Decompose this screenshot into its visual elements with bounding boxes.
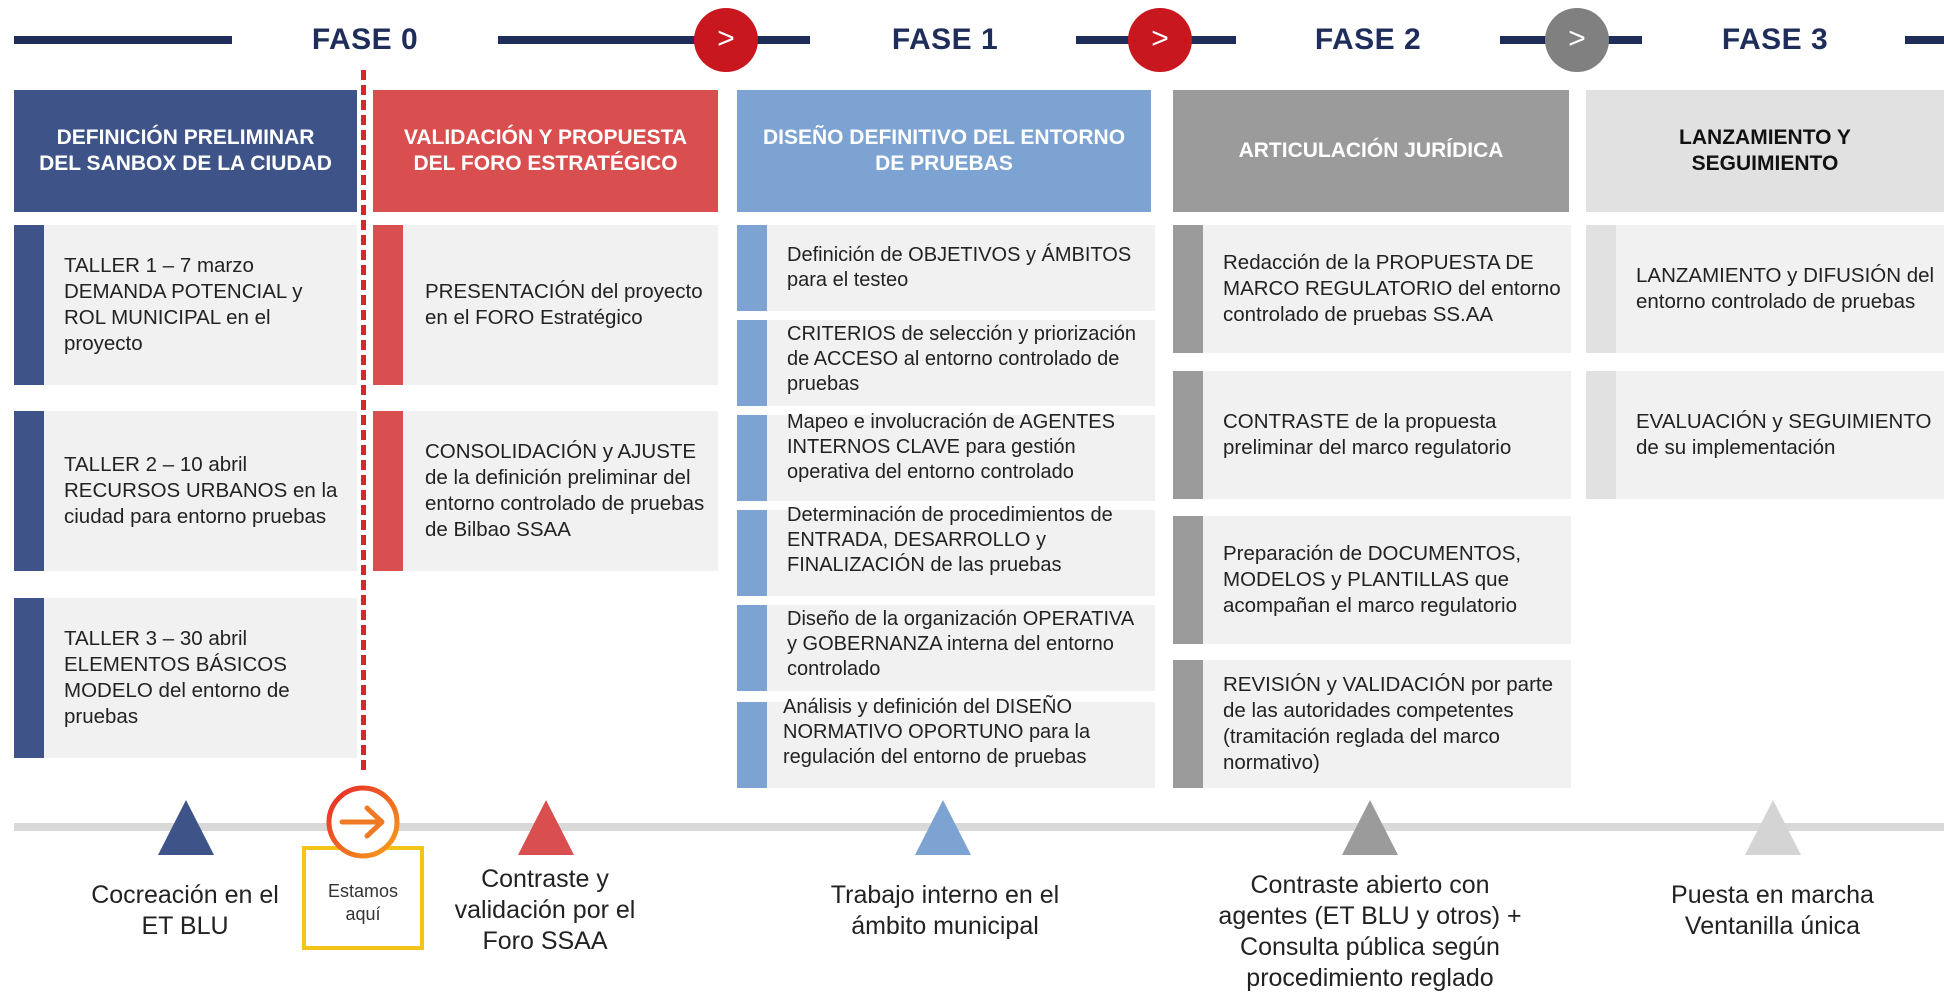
task-card: CRITERIOS de selección y priorización de… xyxy=(737,320,1155,406)
triangle-marker-icon xyxy=(1342,800,1398,855)
phase-line-1 xyxy=(498,36,810,44)
task-card: TALLER 3 – 30 abril ELEMENTOS BÁSICOS MO… xyxy=(14,598,357,758)
card-accent-bar xyxy=(14,225,44,385)
triangle-marker-icon xyxy=(1745,800,1801,855)
card-text: Diseño de la organización OPERATIVA y GO… xyxy=(787,608,1134,680)
card-accent-bar xyxy=(737,415,767,501)
column-header-lanzamiento: LANZAMIENTO Y SEGUIMIENTO xyxy=(1586,90,1944,212)
phase-line-0 xyxy=(14,36,232,44)
card-accent-bar xyxy=(373,411,403,571)
task-card: CONTRASTE de la propuesta preliminar del… xyxy=(1173,371,1571,499)
task-card: CONSOLIDACIÓN y AJUSTE de la definición … xyxy=(373,411,718,571)
card-accent-bar xyxy=(1173,371,1203,499)
card-text: LANZAMIENTO y DIFUSIÓN del entorno contr… xyxy=(1636,264,1935,313)
task-card: TALLER 2 – 10 abril RECURSOS URBANOS en … xyxy=(14,411,357,571)
column-caption: Puesta en marcha Ventanilla única xyxy=(1671,881,1874,940)
triangle-marker-icon xyxy=(518,800,574,855)
card-text: CONSOLIDACIÓN y AJUSTE de la definición … xyxy=(425,440,705,541)
task-card: LANZAMIENTO y DIFUSIÓN del entorno contr… xyxy=(1586,225,1944,353)
phase-title-3: FASE 3 xyxy=(1721,23,1829,56)
task-card: Diseño de la organización OPERATIVA y GO… xyxy=(737,605,1155,691)
card-accent-bar xyxy=(737,702,767,788)
column-header-validacion: VALIDACIÓN Y PROPUESTA DEL FORO ESTRATÉG… xyxy=(373,90,718,212)
column-header-articulacion: ARTICULACIÓN JURÍDICA xyxy=(1173,90,1569,212)
card-accent-bar xyxy=(737,510,767,596)
column-caption: Cocreación en el ET BLU xyxy=(91,881,279,940)
card-accent-bar xyxy=(1586,225,1616,353)
card-text: Preparación de DOCUMENTOS, MODELOS y PLA… xyxy=(1223,542,1522,617)
card-accent-bar xyxy=(14,598,44,758)
card-text: EVALUACIÓN y SEGUIMIENTO de su implement… xyxy=(1636,410,1932,459)
phase-line-4 xyxy=(1905,36,1944,44)
card-accent-bar xyxy=(373,225,403,385)
current-position-label: Estamos aquí xyxy=(327,881,399,924)
column-header-diseno: DISEÑO DEFINITIVO DEL ENTORNO DE PRUEBAS xyxy=(737,90,1151,212)
chevron-right-icon: > xyxy=(1545,8,1609,72)
arrow-right-icon xyxy=(325,784,401,860)
card-text: Redacción de la PROPUESTA DE MARCO REGUL… xyxy=(1223,251,1561,326)
card-accent-bar xyxy=(737,605,767,691)
task-card: PRESENTACIÓN del proyecto en el FORO Est… xyxy=(373,225,718,385)
card-text: Mapeo e involucración de AGENTES INTERNO… xyxy=(787,411,1115,483)
card-accent-bar xyxy=(1173,225,1203,353)
column-caption: Contraste y validación por el Foro SSAA xyxy=(454,865,636,955)
card-accent-bar xyxy=(1586,371,1616,499)
task-card: Determinación de procedimientos de ENTRA… xyxy=(737,504,1155,596)
timeline-axis xyxy=(14,823,1944,831)
card-accent-bar xyxy=(737,225,767,311)
phase-title-1: FASE 1 xyxy=(891,23,999,56)
phase-title-0: FASE 0 xyxy=(311,23,419,56)
triangle-marker-icon xyxy=(915,800,971,855)
chevron-right-icon: > xyxy=(1128,8,1192,72)
card-text: Análisis y definición del DISEÑO NORMATI… xyxy=(783,696,1091,768)
card-text: Definición de OBJETIVOS y ÁMBITOS para e… xyxy=(787,244,1132,291)
card-text: CONTRASTE de la propuesta preliminar del… xyxy=(1223,410,1512,459)
card-text: PRESENTACIÓN del proyecto en el FORO Est… xyxy=(425,280,703,329)
task-card: TALLER 1 – 7 marzo DEMANDA POTENCIAL y R… xyxy=(14,225,357,385)
column-header-definicion: DEFINICIÓN PRELIMINAR DEL SANBOX DE LA C… xyxy=(14,90,357,212)
chevron-right-icon: > xyxy=(694,8,758,72)
task-card: Análisis y definición del DISEÑO NORMATI… xyxy=(737,696,1155,788)
task-card: Redacción de la PROPUESTA DE MARCO REGUL… xyxy=(1173,225,1571,353)
triangle-marker-icon xyxy=(158,800,214,855)
card-text: TALLER 3 – 30 abril ELEMENTOS BÁSICOS MO… xyxy=(64,627,290,728)
card-accent-bar xyxy=(14,411,44,571)
card-text: TALLER 2 – 10 abril RECURSOS URBANOS en … xyxy=(64,453,338,528)
task-card: Definición de OBJETIVOS y ÁMBITOS para e… xyxy=(737,225,1155,311)
card-text: CRITERIOS de selección y priorización de… xyxy=(787,323,1137,395)
card-text: Determinación de procedimientos de ENTRA… xyxy=(787,504,1113,576)
card-accent-bar xyxy=(1173,516,1203,644)
current-position-line xyxy=(361,70,366,770)
task-card: Mapeo e involucración de AGENTES INTERNO… xyxy=(737,411,1155,501)
card-text: REVISIÓN y VALIDACIÓN por parte de las a… xyxy=(1223,673,1554,774)
current-position-marker: Estamos aquí xyxy=(302,846,424,950)
task-card: Preparación de DOCUMENTOS, MODELOS y PLA… xyxy=(1173,516,1571,644)
card-text: TALLER 1 – 7 marzo DEMANDA POTENCIAL y R… xyxy=(64,254,303,355)
task-card: EVALUACIÓN y SEGUIMIENTO de su implement… xyxy=(1586,371,1944,499)
column-caption: Contraste abierto con agentes (ET BLU y … xyxy=(1218,871,1522,992)
card-accent-bar xyxy=(1173,660,1203,788)
task-card: REVISIÓN y VALIDACIÓN por parte de las a… xyxy=(1173,660,1571,788)
phase-title-2: FASE 2 xyxy=(1314,23,1422,56)
card-accent-bar xyxy=(737,320,767,406)
column-caption: Trabajo interno en el ámbito municipal xyxy=(830,881,1060,940)
